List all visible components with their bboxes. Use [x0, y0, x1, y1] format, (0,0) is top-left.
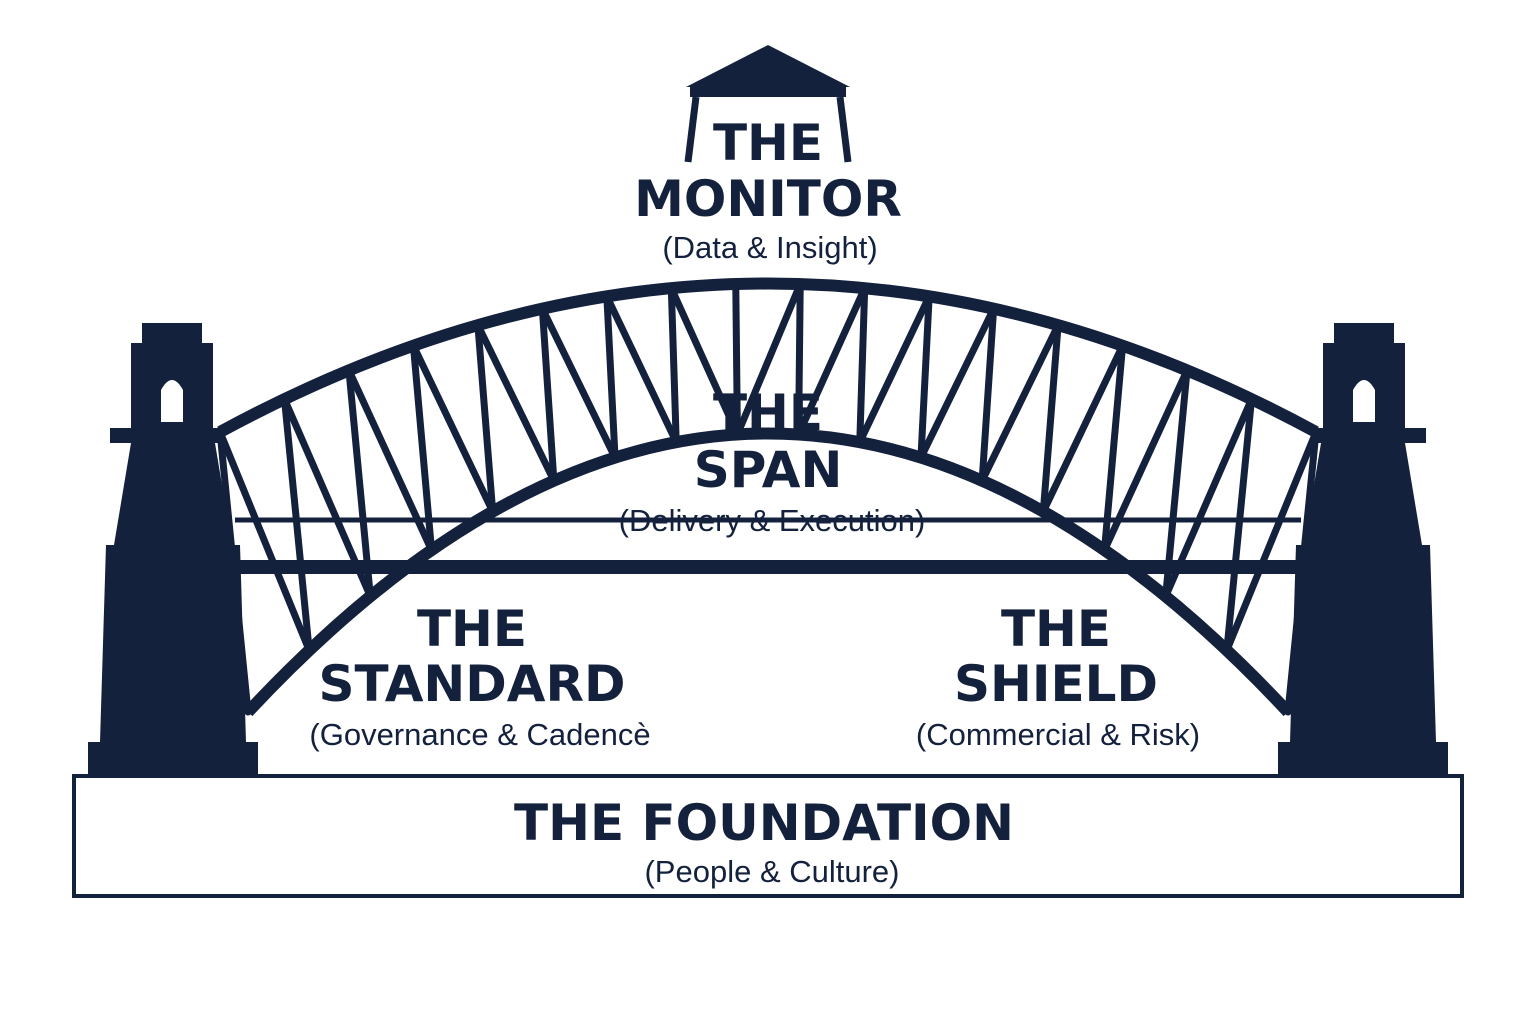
- truss-vertical: [667, 284, 680, 446]
- truss-vertical: [280, 395, 313, 654]
- truss-diagonal: [978, 321, 1062, 485]
- truss-vertical: [1162, 366, 1191, 600]
- truss-diagonal: [216, 428, 313, 654]
- pavilion-roof-icon: [684, 45, 852, 163]
- shield-line1: THE: [1001, 600, 1111, 658]
- truss-diagonal: [603, 292, 680, 446]
- standard-line1: THE: [417, 600, 527, 658]
- truss-vertical: [856, 284, 869, 446]
- truss-vertical: [345, 366, 374, 600]
- truss-vertical: [917, 292, 933, 462]
- monitor-title: MONITOR: [634, 170, 902, 228]
- truss-diagonal: [733, 280, 804, 438]
- truss-vertical: [1039, 321, 1062, 516]
- truss-vertical: [474, 321, 497, 516]
- pylon-tower-icon: [88, 323, 258, 776]
- truss-vertical: [1100, 342, 1127, 554]
- truss-vertical: [603, 292, 619, 462]
- standard-subtitle: (Governance & Cadencè: [309, 717, 650, 752]
- standard-title: STANDARD: [319, 655, 626, 713]
- truss-vertical: [732, 280, 741, 438]
- truss-diagonal: [1039, 342, 1127, 516]
- truss-vertical: [978, 305, 998, 485]
- truss-diagonal: [409, 342, 497, 516]
- span-subtitle: (Delivery & Execution): [619, 503, 926, 538]
- truss-diagonal: [856, 292, 933, 446]
- bridge-deck: [235, 560, 1301, 574]
- truss-vertical: [795, 280, 804, 438]
- upper-arch-chord: [217, 277, 1319, 438]
- span-title: SPAN: [694, 441, 843, 499]
- truss-diagonal: [474, 321, 558, 485]
- pylon-right: [1278, 323, 1448, 776]
- truss-diagonal: [538, 305, 619, 462]
- monitor-line1: THE: [713, 114, 823, 172]
- pylon-tower-icon: [1278, 323, 1448, 776]
- truss-vertical: [409, 342, 436, 554]
- truss-diagonal: [1223, 428, 1320, 654]
- span-line1: THE: [713, 384, 823, 442]
- foundation-title: THE FOUNDATION: [514, 794, 1014, 852]
- truss-diagonal: [917, 305, 998, 462]
- truss-diagonal: [667, 284, 741, 438]
- shield-title: SHIELD: [954, 655, 1158, 713]
- pylon-left: [88, 323, 258, 776]
- monitor-subtitle: (Data & Insight): [662, 230, 877, 265]
- truss-diagonal: [795, 284, 869, 438]
- foundation-box: [72, 774, 1464, 898]
- truss-vertical: [538, 305, 558, 485]
- foundation-subtitle: (People & Culture): [644, 854, 899, 889]
- truss-vertical: [1223, 395, 1256, 654]
- shield-subtitle: (Commercial & Risk): [916, 717, 1200, 752]
